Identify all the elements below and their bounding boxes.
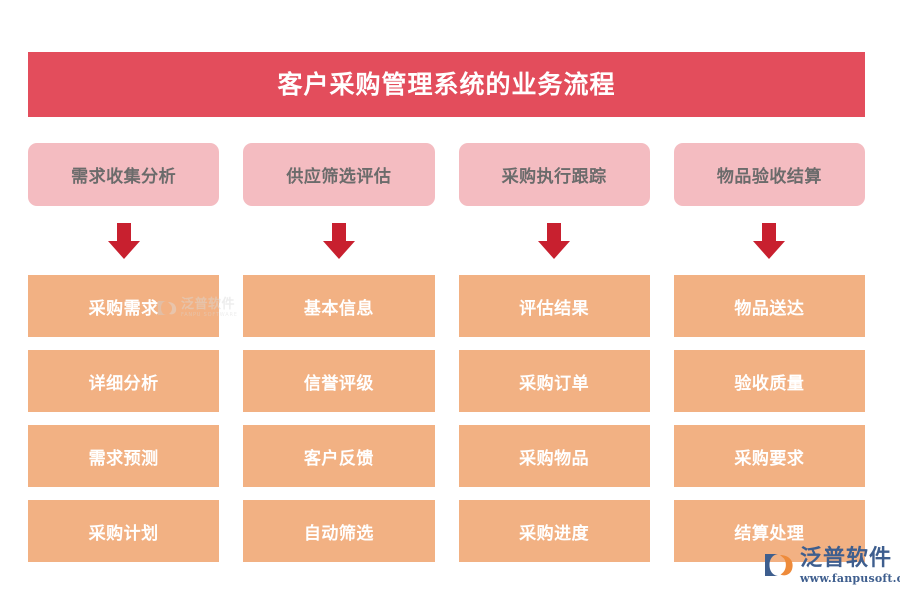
step-box[interactable]: 采购需求 泛普软件 FANPU SOFTWARE [28, 275, 237, 337]
stage-header-1[interactable]: 需求收集分析 [28, 143, 220, 206]
arrow-down-icon [538, 222, 571, 259]
step-box[interactable]: 自动筛选 [243, 500, 435, 562]
page-title-banner: 客户采购管理系统的业务流程 [28, 52, 865, 117]
stage-header-label: 采购执行跟踪 [501, 167, 607, 187]
step-label: 验收质量 [734, 373, 805, 394]
page-title: 客户采购管理系统的业务流程 [277, 70, 616, 99]
process-columns: 需求收集分析 采购需求 泛普软件 FANPU SOFTWARE [28, 143, 865, 562]
step-box[interactable]: 物品送达 [673, 275, 865, 337]
process-column-1: 需求收集分析 采购需求 泛普软件 FANPU SOFTWARE [28, 143, 237, 562]
step-box[interactable]: 采购物品 [458, 425, 650, 487]
step-label: 评估结果 [519, 298, 590, 319]
step-box[interactable]: 信誉评级 [243, 350, 435, 412]
watermark-name-en: FANPU SOFTWARE [181, 312, 238, 318]
process-column-2: 供应筛选评估 基本信息 信誉评级 客户反馈 自动筛选 [243, 143, 435, 562]
step-box[interactable]: 采购进度 [458, 500, 650, 562]
stage-header-4[interactable]: 物品验收结算 [673, 143, 865, 206]
step-label: 采购计划 [88, 523, 159, 544]
step-label: 采购物品 [519, 448, 590, 469]
process-column-4: 物品验收结算 物品送达 验收质量 采购要求 结算处理 [673, 143, 865, 562]
step-box[interactable]: 需求预测 [28, 425, 220, 487]
watermark-mark-icon [158, 301, 177, 315]
arrow-down-icon [107, 222, 140, 259]
step-label: 采购进度 [519, 523, 590, 544]
step-label: 详细分析 [88, 373, 159, 394]
watermark-name-cn: 泛普软件 [181, 297, 236, 312]
step-label: 自动筛选 [303, 523, 374, 544]
step-box[interactable]: 基本信息 [243, 275, 435, 337]
stage-header-2[interactable]: 供应筛选评估 [243, 143, 435, 206]
step-label: 采购要求 [734, 448, 805, 469]
brand-logo: 泛普软件 www.fanpusoft.com [762, 546, 900, 594]
step-label: 采购需求 [88, 298, 159, 319]
step-box[interactable]: 采购计划 [28, 500, 220, 562]
brand-url: www.fanpusoft.com [800, 572, 900, 585]
step-box[interactable]: 采购订单 [458, 350, 650, 412]
arrow-down-icon [753, 222, 786, 259]
step-label: 结算处理 [734, 523, 805, 544]
step-label: 信誉评级 [303, 373, 374, 394]
arrow-down-icon [322, 222, 355, 259]
arrow-connector-1 [28, 206, 219, 275]
step-box[interactable]: 客户反馈 [243, 425, 435, 487]
stage-header-label: 供应筛选评估 [286, 167, 392, 187]
stage-header-3[interactable]: 采购执行跟踪 [458, 143, 650, 206]
process-column-3: 采购执行跟踪 评估结果 采购订单 采购物品 采购进度 [458, 143, 650, 562]
stage-header-label: 需求收集分析 [71, 167, 177, 187]
step-box[interactable]: 评估结果 [458, 275, 650, 337]
brand-logo-text: 泛普软件 www.fanpusoft.com [800, 546, 900, 585]
step-box[interactable]: 验收质量 [673, 350, 865, 412]
brand-name-cn: 泛普软件 [800, 546, 893, 571]
step-box[interactable]: 采购要求 [673, 425, 865, 487]
step-box[interactable]: 结算处理 [673, 500, 865, 562]
step-label: 采购订单 [519, 373, 590, 394]
step-label: 基本信息 [303, 298, 374, 319]
arrow-connector-2 [243, 206, 434, 275]
step-label: 物品送达 [734, 298, 805, 319]
step-box[interactable]: 详细分析 [28, 350, 220, 412]
arrow-connector-3 [459, 206, 650, 275]
brand-logo-mark-icon [765, 554, 793, 576]
arrow-connector-4 [674, 206, 865, 275]
step-label: 需求预测 [88, 448, 159, 469]
stage-header-label: 物品验收结算 [716, 167, 822, 187]
watermark-text: 泛普软件 FANPU SOFTWARE [181, 298, 238, 318]
step-label: 客户反馈 [303, 448, 374, 469]
